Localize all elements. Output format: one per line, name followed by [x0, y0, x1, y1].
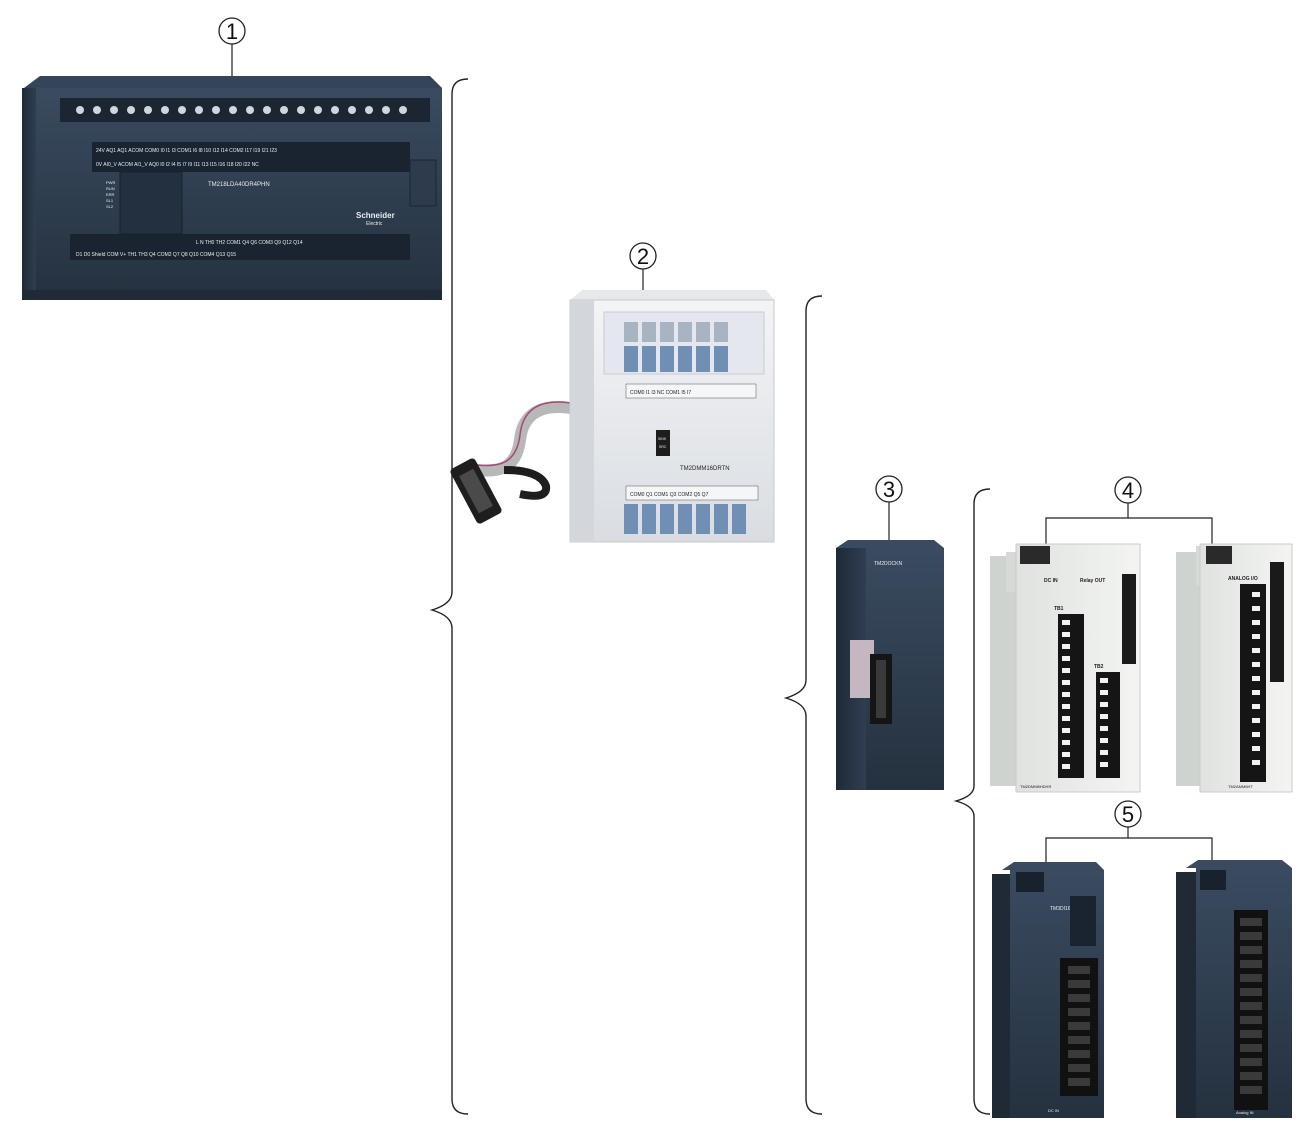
tm3-digital-module: TM3DI16 DC IN	[992, 862, 1104, 1118]
tm2-analog-module: ANALOG I/O TM2AMM6HT	[1176, 543, 1293, 793]
svg-text:SRC: SRC	[659, 445, 667, 449]
module4a-label-out: Relay OUT	[1080, 578, 1105, 584]
callout-2: 2	[629, 242, 657, 292]
controller-top-terminal-labels: 24V AQ1 AQ1 ACOM COM0 I0 I1 I3 COM1 I6 I…	[96, 148, 277, 154]
brace-level-2	[783, 295, 823, 1115]
callout-1-label: 1	[226, 19, 238, 44]
module5a-model: TM3DI16	[1050, 906, 1071, 912]
callout-4: 4	[1045, 476, 1213, 546]
svg-text:PWR: PWR	[106, 180, 115, 185]
module2-bottom-terminals	[624, 504, 746, 534]
tm2-digital-module: DC IN Relay OUT TB1 TB2 TM2DMM8HDHR	[990, 543, 1141, 793]
module4a-tb2-pins	[1100, 678, 1108, 767]
callout-5: 5	[1045, 800, 1213, 866]
module3-model: TM2DOCKN	[874, 561, 902, 567]
callout-1: 1	[218, 17, 246, 76]
controller-top-terminal-labels-row2: 0V AI0_V ACOM AI1_V AQ0 I0 I2 I4 I5 I7 I…	[96, 162, 259, 168]
module4b-model: TM2AMM6HT	[1228, 784, 1253, 789]
callout-4-label: 4	[1122, 478, 1134, 503]
module5a-bottom-label: DC IN	[1048, 1108, 1059, 1113]
module5a-pins	[1068, 966, 1090, 1086]
module4a-model: TM2DMM8HDHR	[1020, 784, 1051, 789]
callout-3-label: 3	[883, 477, 895, 502]
logic-controller: 24V AQ1 AQ1 ACOM COM0 I0 I1 I3 COM1 I6 I…	[22, 76, 442, 300]
brace-level-3	[953, 488, 991, 1115]
expansion-module-tm2: COM0 I1 I3 NC COM1 I5 I7 SINK SRC TM2DMM…	[450, 290, 775, 543]
module2-top-labels: COM0 I1 I3 NC COM1 I5 I7	[630, 390, 691, 396]
module5b-bottom-label: Analog IN	[1236, 1110, 1254, 1115]
svg-text:SL2: SL2	[106, 204, 114, 209]
svg-text:ERR: ERR	[106, 192, 115, 197]
module4b-pins	[1252, 592, 1260, 765]
callout-3: 3	[875, 475, 903, 542]
svg-text:RUN: RUN	[106, 186, 115, 191]
bus-adapter-module: TM2DOCKN	[836, 540, 944, 790]
module4a-tb2: TB2	[1094, 664, 1104, 670]
module4a-tb1-pins	[1062, 620, 1070, 769]
svg-text:SL1: SL1	[106, 198, 114, 203]
module4a-tb1: TB1	[1054, 606, 1064, 612]
controller-bottom-terminal-labels: L N TH0 TH2 COM1 Q4 Q6 COM3 Q9 Q12 Q14	[196, 240, 303, 246]
callout-5-label: 5	[1122, 802, 1134, 827]
svg-text:SINK: SINK	[658, 437, 667, 441]
controller-brand-bottom: Electric	[366, 221, 383, 227]
tm3-analog-module: Analog IN	[1176, 860, 1292, 1118]
module5b-pins	[1240, 918, 1262, 1094]
controller-bottom-terminal-labels-row2: D1 D0 Shield COM V+ TH1 TH3 Q4 COM2 Q7 Q…	[76, 252, 236, 258]
module4b-label: ANALOG I/O	[1228, 576, 1258, 582]
ribbon-cable-connector	[450, 458, 551, 524]
brace-level-1	[429, 78, 469, 1115]
controller-brand-top: Schneider	[356, 211, 395, 220]
module2-model: TM2DMM16DRTN	[680, 466, 730, 472]
module4a-label-in: DC IN	[1044, 578, 1058, 584]
controller-model: TM218LDA40DR4PHN	[208, 182, 270, 188]
controller-status-leds: PWR RUN ERR SL1 SL2	[106, 180, 115, 209]
module2-bottom-labels: COM0 Q1 COM1 Q3 COM2 Q5 Q7	[630, 492, 709, 498]
callout-2-label: 2	[637, 244, 649, 269]
controller-top-screws	[76, 106, 407, 114]
module2-top-terminals	[624, 322, 728, 372]
